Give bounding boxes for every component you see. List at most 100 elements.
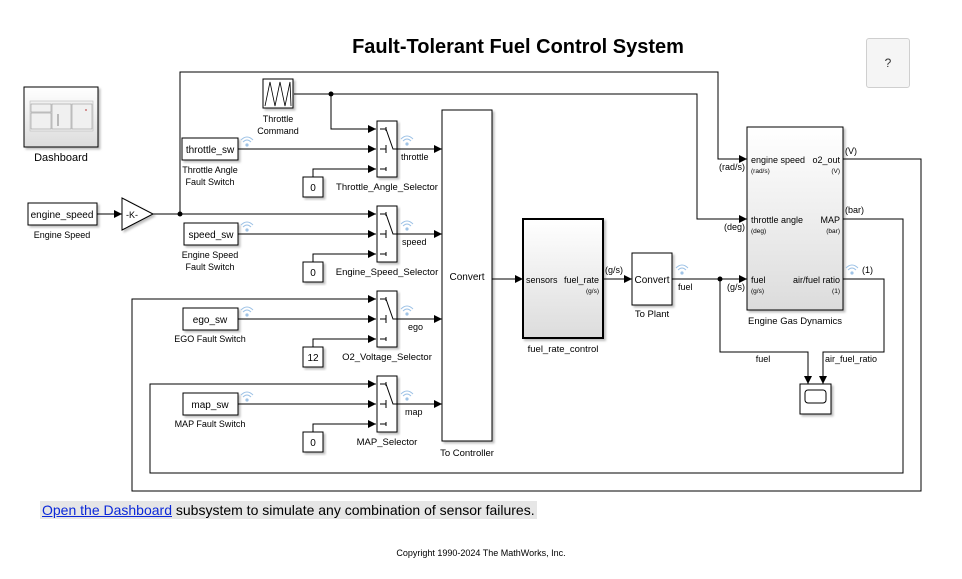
map-selector-label: MAP_Selector [357, 437, 418, 448]
to-controller-block[interactable]: Convert To Controller [440, 109, 494, 459]
sawtooth-icon [264, 81, 292, 107]
throttle-sw-block[interactable]: throttle_sw Throttle Angle Fault Switch [181, 136, 254, 187]
fuel-port-label: fuel [751, 275, 766, 285]
switch-icon [380, 212, 397, 256]
throttle-angle-port-unit: (deg) [751, 228, 766, 235]
ego-sw-text: ego_sw [193, 315, 228, 326]
throttle-selector-block[interactable]: throttle Throttle_Angle_Selector [336, 120, 438, 193]
throttle-command-label-2: Command [257, 126, 299, 136]
fuel-rate-port-label: fuel_rate [564, 275, 599, 285]
branch-points [177, 91, 723, 282]
throttle-selector-label: Throttle_Angle_Selector [336, 182, 438, 193]
scope-screen-icon [804, 389, 827, 404]
fuel-port-unit: (g/s) [751, 288, 764, 295]
line-throttle-to-plant[interactable] [294, 93, 747, 223]
engine-speed-from-block[interactable]: engine_speed Engine Speed [27, 202, 98, 240]
engine-gas-dynamics-block[interactable]: engine speed (rad/s) (rad/s) throttle an… [719, 126, 873, 327]
scope-fuel-label: fuel [756, 354, 771, 364]
ego-signal-label: ego [408, 322, 423, 332]
to-controller-label: To Controller [440, 448, 494, 459]
diagram-title: Fault-Tolerant Fuel Control System [352, 36, 684, 58]
constant-map-block[interactable]: 0 [302, 431, 324, 453]
line-const-throttle[interactable] [312, 165, 376, 177]
o2-out-port-unit: (V) [831, 168, 840, 175]
dashboard-label: Dashboard [34, 152, 88, 164]
sensors-port-label: sensors [526, 275, 558, 285]
signal-log-icon [675, 264, 689, 276]
gain-text: -K- [126, 210, 138, 220]
map-signal-unit: (bar) [845, 205, 864, 215]
ego-sw-label: EGO Fault Switch [174, 334, 246, 344]
constant-value: 0 [310, 268, 316, 279]
line-const-speed[interactable] [312, 250, 376, 262]
afr-port-unit: (1) [832, 288, 840, 295]
line-throttle-to-selector[interactable] [330, 94, 376, 133]
constant-speed-block[interactable]: 0 [302, 261, 324, 283]
signal-log-icon [400, 305, 414, 317]
fuel-signal-label: fuel [678, 282, 693, 292]
engine-speed-label: Engine Speed [34, 230, 91, 240]
open-dashboard-link[interactable]: Open the Dashboard [42, 502, 172, 518]
speed-sw-block[interactable]: speed_sw Engine Speed Fault Switch [182, 221, 254, 272]
scope-afr-label: air_fuel_ratio [825, 354, 877, 364]
signal-log-icon [240, 136, 254, 148]
engine-gas-dynamics-label: Engine Gas Dynamics [748, 316, 842, 327]
signal-log-icon [400, 220, 414, 232]
map-sw-block[interactable]: map_sw MAP Fault Switch [175, 391, 254, 429]
o2-signal-unit: (V) [845, 146, 857, 156]
line-map-feedback[interactable] [149, 218, 904, 474]
signal-log-icon [400, 390, 414, 402]
signal-log-icon [400, 135, 414, 147]
fuel-signal-unit: (g/s) [727, 282, 745, 292]
throttle-signal-label: throttle [401, 152, 429, 162]
engine-speed-signal-unit: (rad/s) [719, 162, 745, 172]
switch-icon [380, 382, 397, 426]
help-button[interactable]: ? [866, 38, 910, 88]
throttle-command-block[interactable]: Throttle Command [257, 78, 299, 136]
engine-speed-port-label: engine speed [751, 155, 805, 165]
line-const-map[interactable] [312, 420, 376, 432]
scope-block[interactable] [799, 383, 832, 415]
line-const-ego[interactable] [312, 335, 376, 347]
speed-sw-text: speed_sw [188, 230, 234, 241]
line-o2-feedback[interactable] [131, 158, 922, 492]
throttle-command-label-1: Throttle [263, 114, 294, 124]
switch-icon [380, 127, 397, 171]
map-sw-text: map_sw [191, 400, 229, 411]
dashboard-annotation: Open the Dashboard subsystem to simulate… [40, 501, 537, 519]
to-controller-text: Convert [449, 272, 484, 283]
fuel-rate-control-label: fuel_rate_control [528, 344, 599, 355]
speed-sw-label-1: Engine Speed [182, 250, 239, 260]
constant-ego-block[interactable]: 12 [302, 346, 324, 368]
to-plant-block[interactable]: Convert fuel To Plant [631, 252, 693, 320]
map-selector-block[interactable]: map MAP_Selector [357, 375, 423, 448]
ego-selector-label: O2_Voltage_Selector [342, 352, 432, 363]
constant-value: 0 [310, 438, 316, 449]
to-plant-label: To Plant [635, 309, 670, 320]
speed-selector-label: Engine_Speed_Selector [336, 267, 438, 278]
speed-sw-label-2: Fault Switch [185, 262, 234, 272]
to-plant-text: Convert [634, 275, 669, 286]
engine-speed-from-text: engine_speed [31, 210, 94, 221]
speed-selector-block[interactable]: speed Engine_Speed_Selector [336, 205, 438, 278]
switch-icon [380, 297, 397, 341]
speed-signal-label: speed [402, 237, 427, 247]
fuel-rate-control-block[interactable]: sensors fuel_rate (g/s) (g/s) fuel_rate_… [522, 218, 623, 355]
ego-sw-block[interactable]: ego_sw EGO Fault Switch [174, 306, 254, 344]
branch-dot [717, 276, 723, 282]
gain-block[interactable]: -K- [121, 197, 155, 231]
constant-value: 12 [307, 353, 319, 364]
dashboard-block[interactable]: Dashboard [23, 86, 99, 164]
throttle-sw-label-1: Throttle Angle [182, 165, 238, 175]
ego-selector-block[interactable]: ego O2_Voltage_Selector [342, 290, 432, 363]
line-fuel-to-scope[interactable] [719, 279, 812, 384]
afr-signal-unit: (1) [862, 265, 873, 275]
constant-value: 0 [310, 183, 316, 194]
line-afr-to-scope[interactable] [819, 278, 885, 384]
line-speed-to-plant[interactable] [179, 71, 747, 214]
constant-throttle-block[interactable]: 0 [302, 176, 324, 198]
o2-out-port-label: o2_out [812, 155, 840, 165]
annotation-text: subsystem to simulate any combination of… [171, 502, 535, 518]
fuel-rate-signal-unit: (g/s) [605, 265, 623, 275]
throttle-sw-text: throttle_sw [186, 145, 235, 156]
